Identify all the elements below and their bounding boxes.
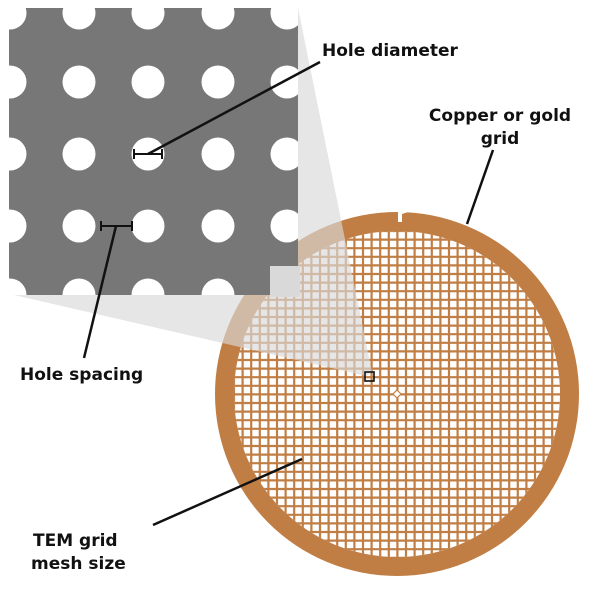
film-hole [201, 8, 235, 30]
film-hole [9, 8, 27, 30]
film-hole [131, 278, 165, 295]
film-hole [201, 278, 235, 295]
grid-material-label-line1: Copper or gold [429, 106, 571, 126]
film-hole [9, 137, 27, 171]
film-hole [131, 8, 165, 30]
magnification-wedge-bottom [14, 295, 366, 376]
film-hole [201, 209, 235, 243]
magnification-wedge [298, 8, 372, 376]
hole-diameter-leader [147, 60, 321, 156]
hole-spacing-marker [100, 221, 133, 231]
film-hole [62, 8, 96, 30]
film-hole [131, 65, 165, 99]
film-hole [62, 65, 96, 99]
film-hole [270, 8, 298, 30]
mesh-size-label-line2: mesh size [31, 554, 126, 574]
film-hole [201, 137, 235, 171]
inset-corner-notch [270, 266, 300, 297]
mesh-size-leader [152, 457, 303, 527]
hole-spacing-label: Hole spacing [20, 365, 143, 385]
film-hole [9, 278, 27, 295]
film-hole [62, 209, 96, 243]
orientation-marker-icon [398, 203, 408, 222]
film-hole [201, 65, 235, 99]
magnified-region-marker [364, 371, 375, 382]
film-hole [270, 209, 298, 243]
film-hole [270, 137, 298, 171]
film-hole [62, 137, 96, 171]
hole-diameter-label: Hole diameter [322, 41, 459, 61]
film-hole [9, 209, 27, 243]
film-hole [131, 209, 165, 243]
film-hole [9, 65, 27, 99]
center-marker-icon [392, 389, 402, 399]
hole-spacing-leader [82, 225, 118, 359]
film-hole [62, 278, 96, 295]
grid-material-leader [465, 149, 495, 225]
mesh-size-label-line1: TEM grid [33, 531, 118, 551]
grid-material-label-line2: grid [481, 129, 520, 149]
